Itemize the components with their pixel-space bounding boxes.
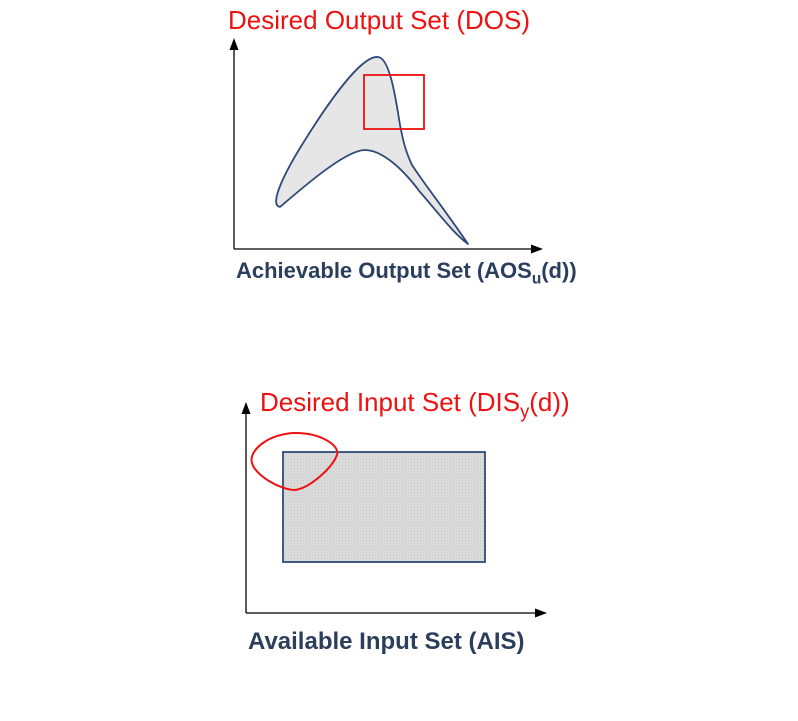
achievable-output-set-label-suffix: (d)) bbox=[541, 258, 577, 283]
desired-input-set-title-subscript: y bbox=[520, 401, 530, 422]
top-diagram bbox=[229, 38, 543, 254]
desired-input-set-title-suffix: (d)) bbox=[529, 387, 570, 417]
desired-input-region bbox=[250, 431, 339, 492]
available-input-region bbox=[282, 451, 486, 563]
bottom-x-axis-arrow bbox=[535, 608, 547, 618]
top-x-axis-arrow bbox=[531, 244, 543, 254]
bottom-diagram bbox=[241, 402, 547, 618]
available-input-set-label: Available Input Set (AIS) bbox=[248, 628, 525, 655]
achievable-output-set-label-subscript: u bbox=[531, 270, 542, 288]
desired-input-set-title: Desired Input Set (DISy(d)) bbox=[260, 389, 570, 421]
achievable-output-region bbox=[275, 56, 469, 245]
top-y-axis-arrow bbox=[229, 38, 239, 50]
achievable-output-set-label-main: Achievable Output Set (AOS bbox=[236, 258, 532, 283]
desired-input-set-title-main: Desired Input Set (DIS bbox=[260, 387, 521, 417]
desired-output-box bbox=[363, 74, 425, 130]
desired-output-set-title: Desired Output Set (DOS) bbox=[228, 5, 530, 35]
achievable-output-set-label: Achievable Output Set (AOSu(d)) bbox=[236, 260, 577, 287]
bottom-y-axis-arrow bbox=[241, 402, 251, 414]
